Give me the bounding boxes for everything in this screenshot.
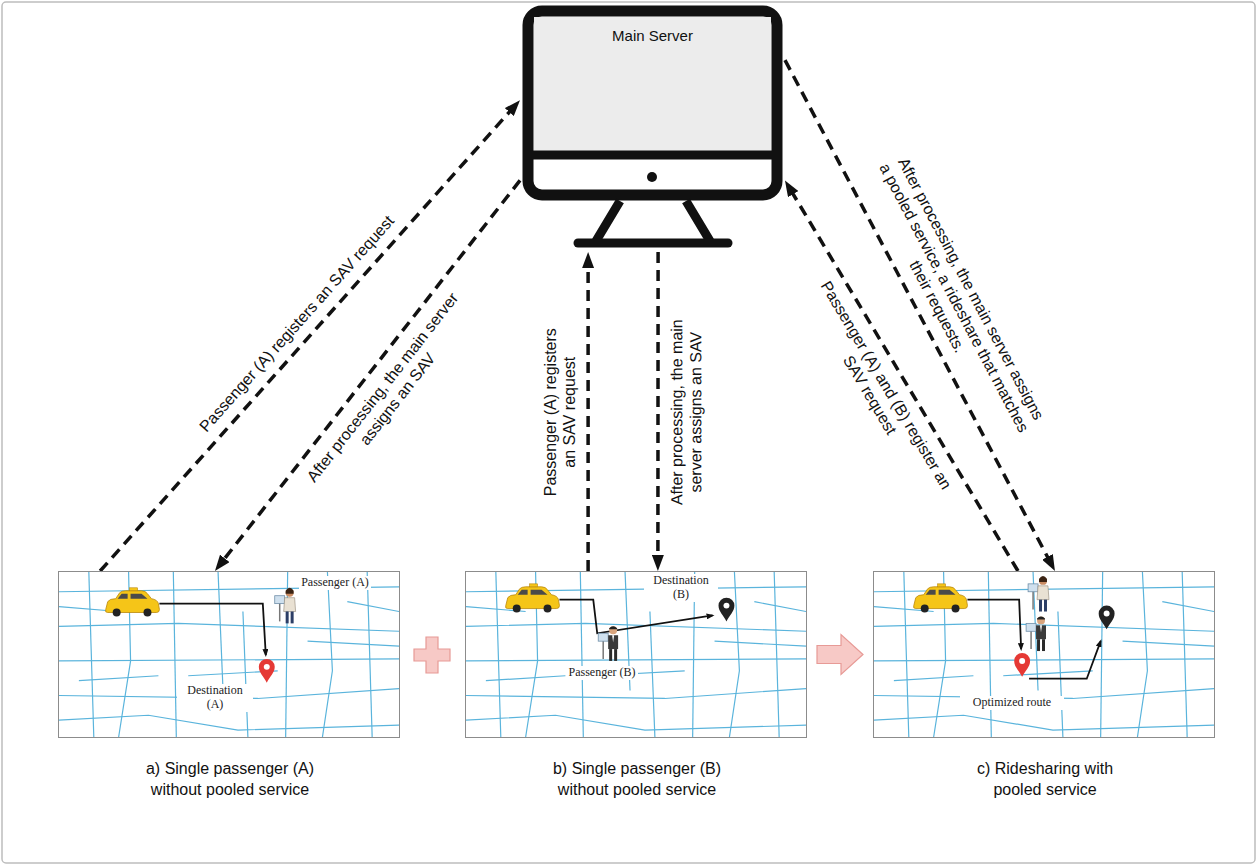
svg-path — [414, 637, 450, 673]
edge-label: After processing, the main server assign… — [667, 304, 705, 519]
svg-use — [1014, 653, 1030, 677]
map-panel: Optimized routec) Ridesharing with poole… — [873, 571, 1215, 738]
svg-use — [466, 572, 806, 737]
map-label: Destination (B) — [644, 574, 718, 602]
svg-path — [559, 600, 712, 634]
edge-label: Passenger (A) registers an SAV request — [541, 317, 579, 507]
svg-path — [596, 201, 710, 241]
svg-use — [914, 584, 968, 613]
plus-symbol — [414, 637, 450, 673]
svg-use — [1036, 616, 1046, 651]
svg-use — [719, 598, 735, 622]
svg-use — [1037, 576, 1049, 612]
svg-circle — [647, 172, 657, 182]
svg-use — [1028, 584, 1038, 610]
svg-path — [967, 600, 1021, 649]
svg-use — [284, 588, 296, 624]
map-panel: Passenger (A)Destination (A)a) Single pa… — [58, 571, 400, 738]
server-label: Main Server — [540, 27, 765, 45]
svg-rect — [528, 11, 777, 195]
server-monitor: Main Server — [520, 5, 785, 252]
panel-caption: a) Single passenger (A) without pooled s… — [125, 759, 335, 801]
svg-rect — [534, 17, 771, 151]
svg-path — [159, 604, 265, 655]
map-panel: Destination (B)Passenger (B)b) Single pa… — [465, 571, 807, 738]
svg-use — [1026, 623, 1036, 649]
svg-use — [105, 588, 159, 617]
svg-line — [533, 151, 772, 160]
svg-use — [275, 596, 285, 622]
dashed-arrow — [785, 60, 1050, 562]
panel-caption: c) Ridesharing with pooled service — [960, 759, 1130, 801]
map-label: Optimized route — [960, 696, 1064, 710]
block-arrow — [817, 635, 863, 675]
map-label: Destination (A) — [177, 684, 253, 712]
svg-use — [259, 659, 275, 683]
dashed-arrow — [586, 262, 590, 571]
svg-use — [1099, 606, 1115, 630]
svg-use — [506, 584, 560, 613]
svg-use — [59, 572, 399, 737]
map-label: Passenger (B) — [566, 666, 638, 680]
svg-use — [608, 626, 618, 661]
dashed-arrow — [656, 252, 660, 561]
map-label: Passenger (A) — [299, 576, 371, 590]
svg-line — [578, 239, 728, 248]
svg-use — [598, 633, 608, 659]
svg-use — [874, 572, 1214, 737]
map-illustration — [466, 572, 806, 737]
panel-caption: b) Single passenger (B) without pooled s… — [532, 759, 742, 801]
map-illustration — [59, 572, 399, 737]
dashed-arrow — [100, 108, 513, 571]
map-illustration — [874, 572, 1214, 737]
